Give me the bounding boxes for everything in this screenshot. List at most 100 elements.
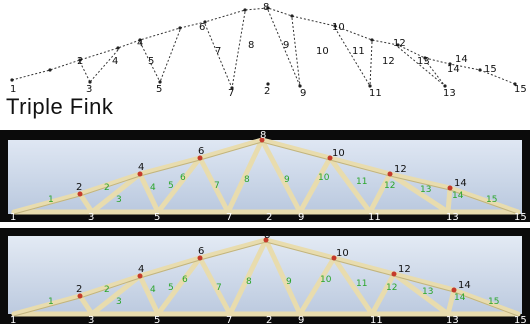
member-label: 11 [356, 279, 367, 289]
diagram-label: 1 [10, 84, 16, 95]
diagram-nodes [10, 6, 517, 90]
photo2-member-labels: 1 2 3 4 5 6 7 8 9 10 11 12 13 14 15 [48, 275, 499, 307]
diagram-label: 4 [137, 38, 143, 49]
joint-label: 1 [10, 212, 16, 222]
member-label: 13 [420, 185, 431, 195]
member-label: 12 [386, 283, 397, 293]
photo1-member-labels: 1 2 3 4 5 6 7 8 9 10 11 12 13 14 15 [48, 173, 497, 205]
diagram-label: 13 [417, 56, 430, 67]
member-label: 15 [488, 297, 499, 307]
truss-photo-bottom-graphic: 1 3 5 7 2 9 11 13 15 2 4 6 8 10 12 14 1 … [8, 230, 527, 324]
member-label: 7 [214, 181, 220, 191]
member-label: 2 [104, 183, 110, 193]
member-label: 6 [182, 275, 188, 285]
joint-label: 5 [154, 212, 160, 222]
member-label: 10 [318, 173, 330, 183]
diagram-label: 15 [484, 64, 497, 75]
joint-label: 4 [138, 264, 144, 275]
joint-label: 7 [226, 315, 232, 324]
joint-label: 1 [10, 315, 16, 324]
member-label: 14 [454, 293, 466, 303]
diagram-label: 10 [316, 46, 329, 57]
diagram-label: 7 [215, 46, 221, 57]
member-label: 4 [150, 285, 156, 295]
joint-label: 2 [266, 315, 272, 324]
diagram-label: 12 [393, 38, 406, 49]
joint-label: 2 [266, 212, 272, 222]
member-label: 4 [150, 183, 156, 193]
photo2-joint-labels: 1 3 5 7 2 9 11 13 15 2 4 6 8 10 12 14 [10, 230, 527, 324]
joint-label: 2 [76, 284, 82, 295]
member-label: 10 [320, 275, 332, 285]
diagram-label: 14 [455, 54, 468, 65]
joint-label: 9 [298, 315, 304, 324]
photo1-joint-labels: 1 3 5 7 2 9 11 13 15 2 4 6 8 10 12 14 [10, 130, 527, 222]
diagram-label: 2 [264, 86, 270, 97]
truss-diagram: 1 2 3 4 4 5 5 6 7 7 8 8 9 9 10 10 11 11 … [10, 2, 527, 99]
diagram-label: 2 [77, 56, 83, 67]
diagram-label: 8 [248, 40, 254, 51]
joint-label: 5 [154, 315, 160, 324]
page-title: Triple Fink [6, 94, 114, 119]
member-label: 15 [486, 195, 497, 205]
joint-label: 2 [76, 182, 82, 193]
member-label: 13 [422, 287, 433, 297]
joint-label: 7 [226, 212, 232, 222]
member-label: 11 [356, 177, 367, 187]
diagram-label: 10 [332, 22, 345, 33]
member-label: 7 [216, 283, 222, 293]
truss-photo-bottom: 1 3 5 7 2 9 11 13 15 2 4 6 8 10 12 14 1 … [0, 228, 530, 324]
diagram-label: 9 [283, 40, 289, 51]
member-label: 14 [452, 191, 464, 201]
diagram-label: 5 [148, 56, 154, 67]
member-label: 2 [104, 285, 110, 295]
diagram-label: 9 [300, 88, 306, 99]
joint-label: 14 [454, 178, 467, 189]
diagram-members [11, 7, 516, 89]
joint-label: 6 [198, 246, 204, 257]
joint-label: 9 [298, 212, 304, 222]
joint-label: 10 [332, 148, 345, 159]
diagram-label: 3 [86, 84, 92, 95]
member-label: 8 [246, 277, 252, 287]
member-label: 9 [284, 175, 290, 185]
diagram-label: 15 [514, 84, 527, 95]
member-label: 3 [116, 195, 122, 205]
joint-label: 3 [88, 315, 94, 324]
joint-label: 13 [446, 212, 459, 222]
joint-label: 11 [368, 212, 381, 222]
truss-photo-top: 1 3 5 7 2 9 11 13 15 2 4 6 8 10 12 14 1 … [0, 130, 530, 222]
member-label: 5 [168, 181, 174, 191]
joint-label: 10 [336, 248, 349, 259]
joint-label: 8 [264, 230, 270, 241]
diagram-label: 5 [156, 84, 162, 95]
diagram-label: 7 [228, 88, 234, 99]
diagram-label: 11 [352, 46, 365, 57]
joint-label: 15 [514, 315, 527, 324]
joint-label: 11 [370, 315, 383, 324]
truss-photo-top-graphic: 1 3 5 7 2 9 11 13 15 2 4 6 8 10 12 14 1 … [8, 130, 527, 222]
joint-label: 12 [398, 264, 411, 275]
joint-label: 12 [394, 164, 407, 175]
member-label: 6 [180, 173, 186, 183]
member-label: 3 [116, 297, 122, 307]
diagram-label: 6 [199, 22, 205, 33]
joint-label: 3 [88, 212, 94, 222]
member-label: 5 [168, 283, 174, 293]
member-label: 1 [48, 297, 54, 307]
diagram-label: 8 [263, 2, 269, 13]
joint-label: 4 [138, 162, 144, 173]
diagram-labels: 1 2 3 4 4 5 5 6 7 7 8 8 9 9 10 10 11 11 … [10, 2, 527, 99]
joint-label: 14 [458, 280, 471, 291]
member-label: 1 [48, 195, 54, 205]
diagram-label: 13 [443, 88, 456, 99]
joint-label: 8 [260, 130, 266, 141]
joint-label: 13 [446, 315, 459, 324]
member-label: 8 [244, 175, 250, 185]
diagram-label: 12 [382, 56, 395, 67]
diagram-label: 14 [447, 64, 460, 75]
member-label: 9 [286, 277, 292, 287]
diagram-label: 11 [369, 88, 382, 99]
member-label: 12 [384, 181, 395, 191]
